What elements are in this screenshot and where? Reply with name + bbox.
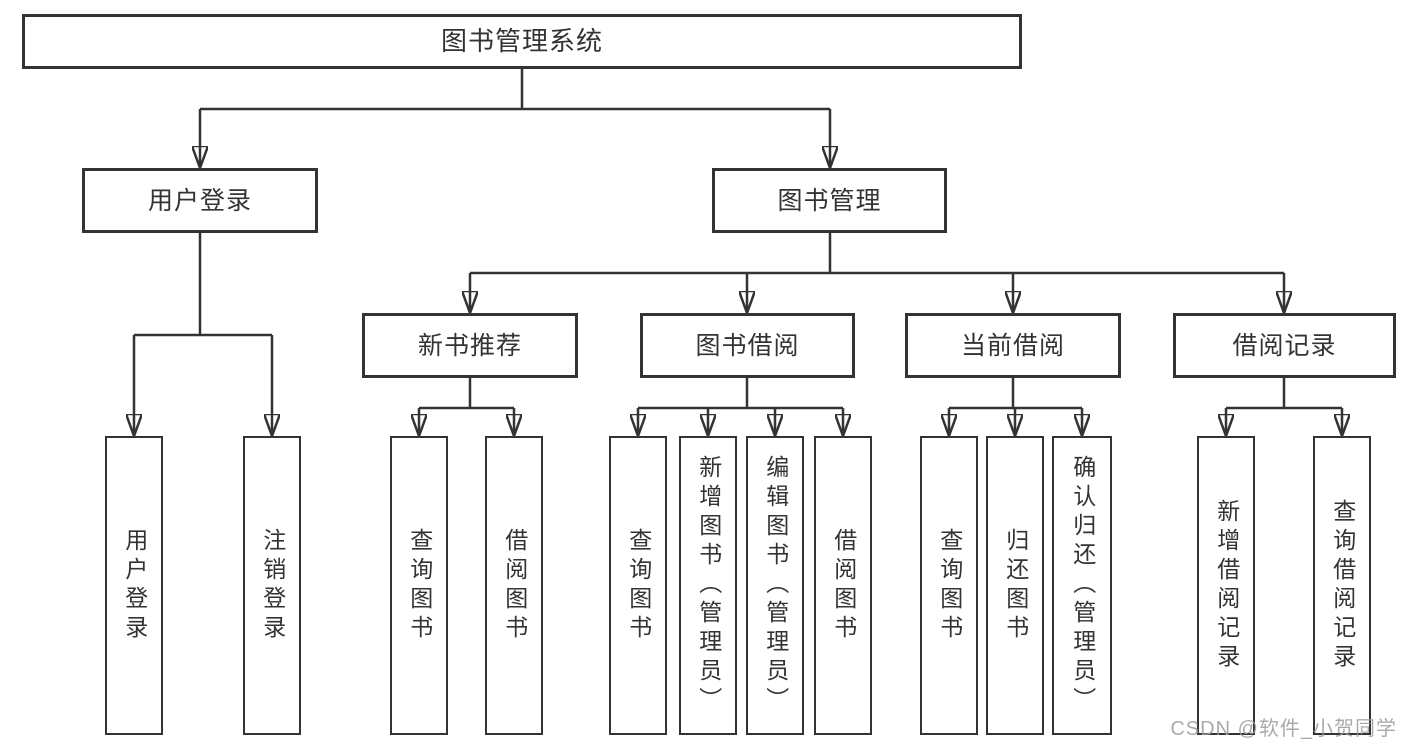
connector-login-trunk [134, 233, 272, 337]
node-user-login-branch: 用户登录 [82, 168, 318, 233]
node-borrow-records: 借阅记录 [1173, 313, 1396, 378]
leaf-user-login: 用户登录 [105, 436, 163, 735]
leaf-recommend-borrow-books: 借阅图书 [485, 436, 543, 735]
connector-root-trunk [200, 69, 830, 111]
csdn-watermark: CSDN @软件_小贺同学 [1170, 718, 1397, 740]
leaf-current-query-books: 查询图书 [920, 436, 978, 735]
node-new-book-recommend: 新书推荐 [362, 313, 578, 378]
connector-bookmgmt-trunk [470, 233, 1284, 275]
node-book-borrow: 图书借阅 [640, 313, 855, 378]
leaf-logout: 注销登录 [243, 436, 301, 735]
leaf-records-add-record: 新增借阅记录 [1197, 436, 1255, 735]
node-book-management-branch: 图书管理 [712, 168, 947, 233]
connector-current-trunk [949, 378, 1082, 410]
node-current-borrow: 当前借阅 [905, 313, 1121, 378]
leaf-current-return-books: 归还图书 [986, 436, 1044, 735]
leaf-borrow-edit-books-admin: 编辑图书（管理员） [746, 436, 804, 735]
connector-records-trunk [1226, 378, 1342, 410]
leaf-current-confirm-return-admin: 确认归还（管理员） [1052, 436, 1112, 735]
node-root-library-system: 图书管理系统 [22, 14, 1022, 69]
connector-recommend-trunk [419, 378, 514, 410]
leaf-borrow-add-books-admin: 新增图书（管理员） [679, 436, 737, 735]
leaf-borrow-query-books: 查询图书 [609, 436, 667, 735]
leaf-records-query-record: 查询借阅记录 [1313, 436, 1371, 735]
leaf-recommend-query-books: 查询图书 [390, 436, 448, 735]
connector-borrow-trunk [638, 378, 843, 410]
leaf-borrow-borrow-books: 借阅图书 [814, 436, 872, 735]
